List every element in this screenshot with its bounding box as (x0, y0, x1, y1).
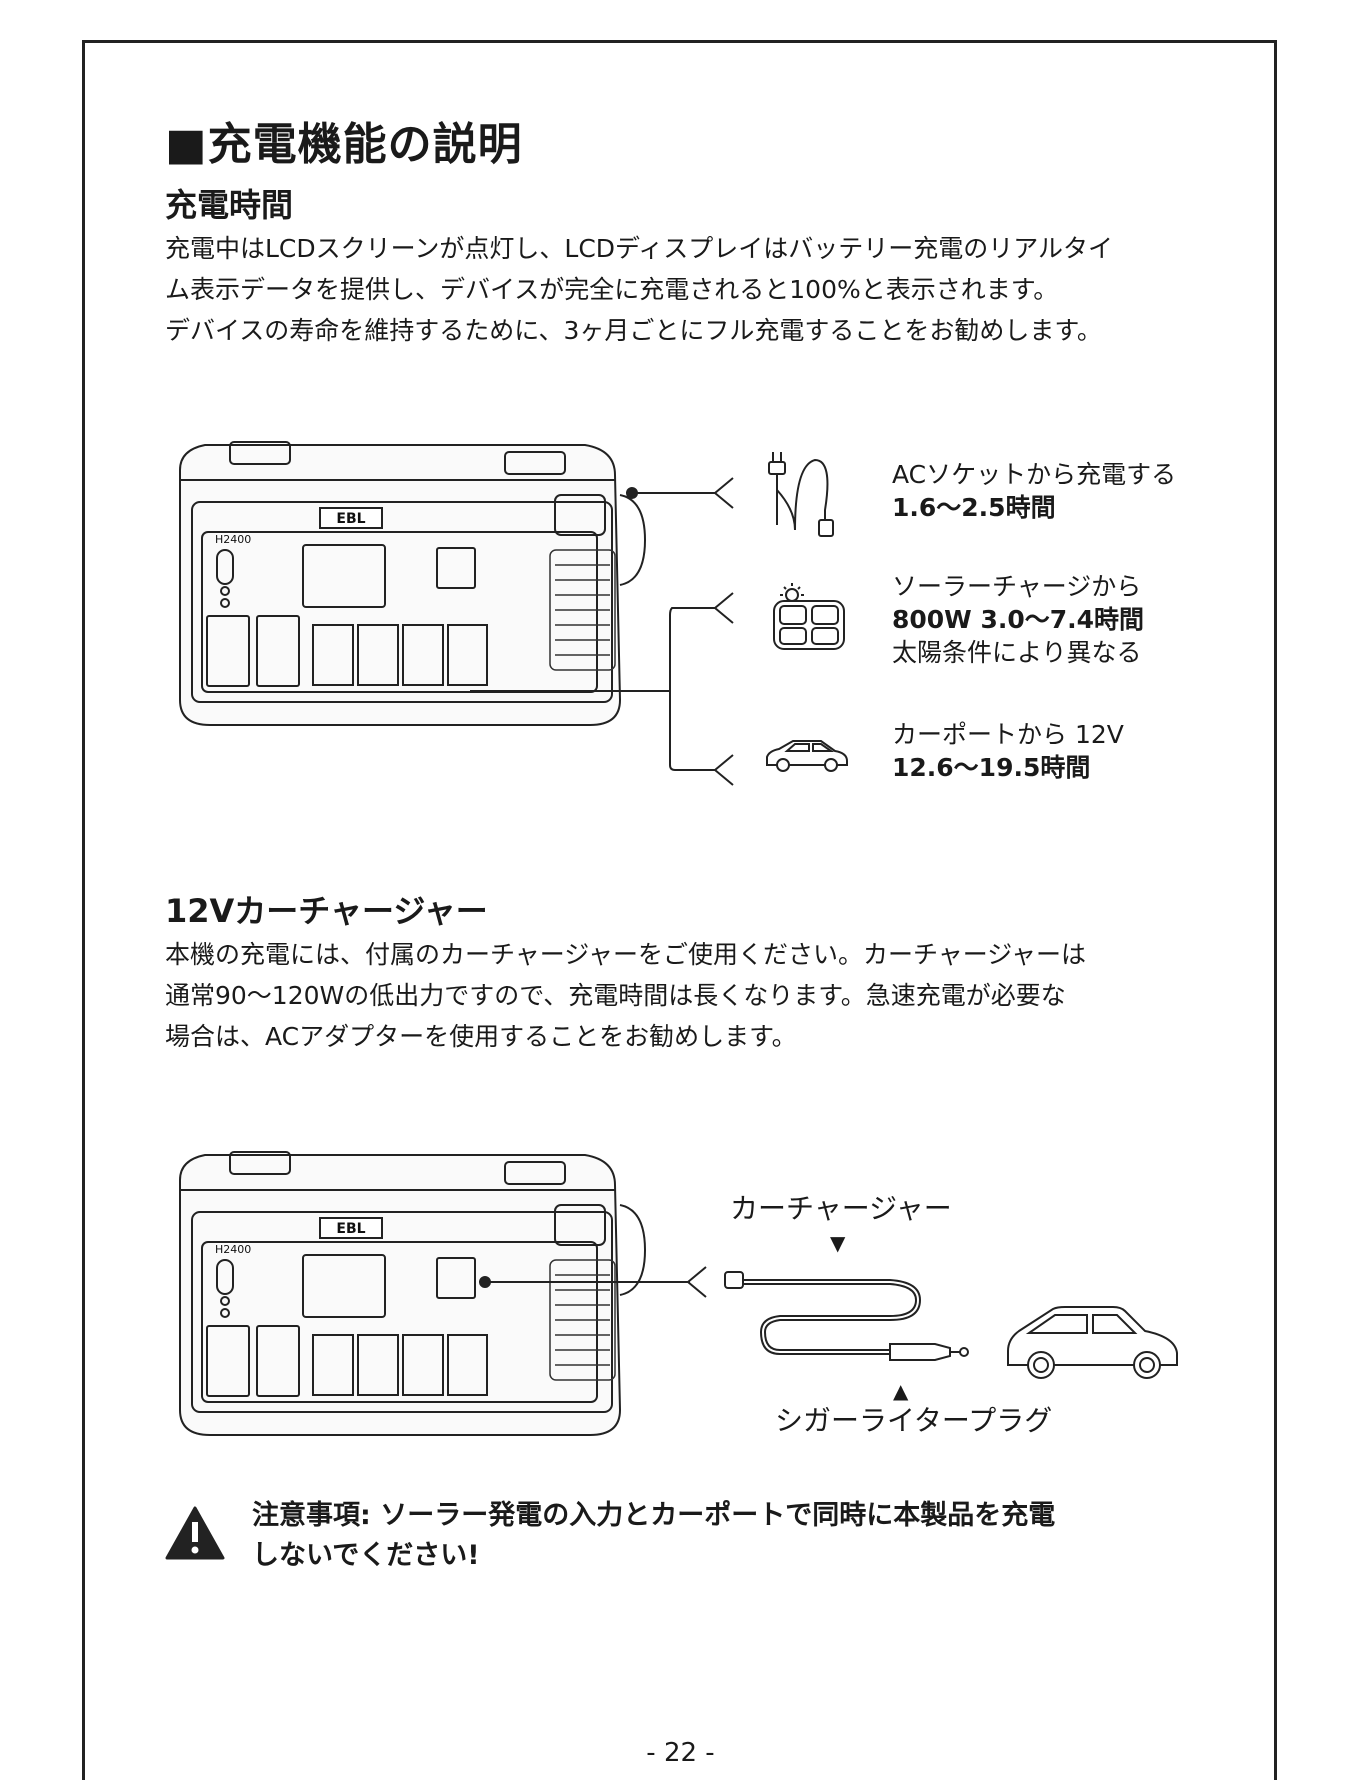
car-icon (766, 740, 848, 772)
model-label: H2400 (215, 1243, 251, 1256)
power-station-illustration: EBL H2400 (179, 1151, 647, 1436)
car-charger-label: カーチャージャー (730, 1192, 952, 1225)
option-time: 1.6〜2.5時間 (892, 493, 1056, 522)
ac-plug-icon (768, 452, 834, 537)
section-paragraph-charging-time: 充電中はLCDスクリーンが点灯し、LCDディスプレイはバッテリー充電のリアルタイ… (165, 228, 1215, 351)
solar-panel-icon (773, 583, 845, 650)
section-heading-charging-time: 充電時間 (165, 186, 294, 224)
up-arrow-icon: ▲ (893, 1379, 909, 1403)
down-arrow-icon: ▼ (830, 1231, 846, 1255)
car-icon (1007, 1306, 1178, 1379)
section-paragraph-car-charger: 本機の充電には、付属のカーチャージャーをご使用ください。カーチャージャーは 通常… (165, 934, 1215, 1057)
cigarette-plug-label: シガーライタープラグ (775, 1404, 1053, 1437)
paragraph-line: デバイスの寿命を維持するために、3ヶ月ごとにフル充電することをお勧めします。 (165, 316, 1102, 345)
page-title: ■充電機能の説明 (165, 119, 523, 170)
warning-icon (165, 1506, 225, 1560)
option-label: ソーラーチャージから (892, 572, 1142, 601)
warning-line: しないでください! (252, 1540, 480, 1571)
paragraph-line: 場合は、ACアダプターを使用することをお勧めします。 (165, 1022, 797, 1051)
brand-logo: EBL (336, 511, 365, 527)
charging-option-ac: ACソケットから充電する 1.6〜2.5時間 (892, 458, 1176, 524)
charging-option-car: カーポートから 12V 12.6〜19.5時間 (892, 718, 1124, 784)
option-label: カーポートから 12V (892, 720, 1124, 749)
option-note: 太陽条件により異なる (892, 638, 1142, 667)
car-charger-cable-illustration (479, 1266, 969, 1361)
page-frame (82, 40, 1277, 1780)
warning-line: 注意事項: ソーラー発電の入力とカーポートで同時に本製品を充電 (252, 1500, 1056, 1531)
brand-logo: EBL (336, 1221, 365, 1237)
connector-lines (470, 477, 734, 786)
paragraph-line: ム表示データを提供し、デバイスが完全に充電されると100%と表示されます。 (165, 275, 1059, 304)
paragraph-line: 通常90〜120Wの低出力ですので、充電時間は長くなります。急速充電が必要な (165, 981, 1066, 1010)
section-heading-car-charger: 12Vカーチャージャー (165, 892, 488, 930)
paragraph-line: 充電中はLCDスクリーンが点灯し、LCDディスプレイはバッテリー充電のリアルタイ (165, 234, 1114, 263)
paragraph-line: 本機の充電には、付属のカーチャージャーをご使用ください。カーチャージャーは (165, 940, 1087, 969)
charging-option-solar: ソーラーチャージから 800W 3.0〜7.4時間 太陽条件により異なる (892, 570, 1144, 669)
option-time: 800W 3.0〜7.4時間 (892, 605, 1145, 634)
power-station-illustration: EBL H2400 (179, 441, 647, 726)
warning-text: 注意事項: ソーラー発電の入力とカーポートで同時に本製品を充電 しないでください… (252, 1496, 1055, 1576)
option-time: 12.6〜19.5時間 (892, 753, 1091, 782)
model-label: H2400 (215, 533, 251, 546)
page-number: - 22 - (646, 1738, 715, 1768)
option-label: ACソケットから充電する (892, 460, 1177, 489)
